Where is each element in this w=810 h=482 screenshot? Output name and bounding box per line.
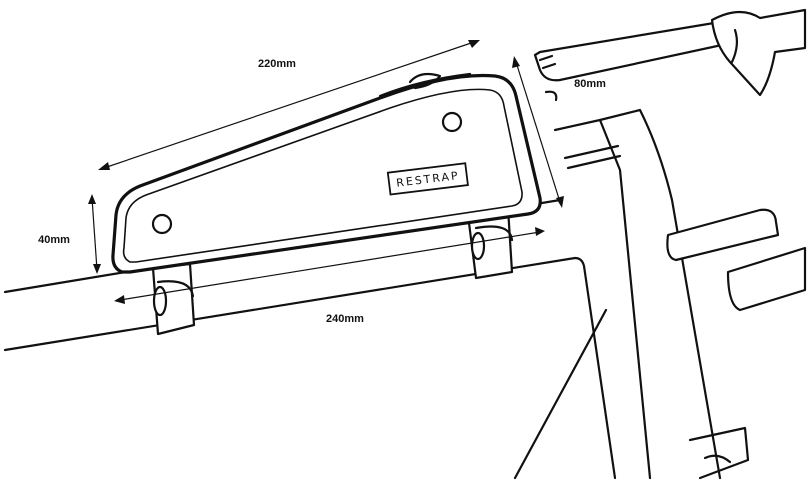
front-strap-buckle [470,231,486,261]
brake-lever-lower [726,246,807,312]
headset-ring-2 [566,154,622,170]
cable-hook [544,90,558,102]
dim-line-80 [515,61,561,203]
handlebar-curve [730,28,739,64]
arrow-220-end [468,40,480,48]
dimension-bag-height: 40mm [38,194,101,274]
stem-clamp-lines [538,54,557,70]
down-tube-edge [513,308,608,480]
rear-bolt-hole [151,213,173,235]
fork-detail [703,454,732,464]
dim-line-220 [103,41,475,169]
arrow-80-top [512,56,520,68]
label-80mm: 80mm [574,78,606,90]
dim-line-40 [91,197,98,271]
arrow-240-end [535,227,545,236]
front-bolt-hole [441,111,463,133]
brand-label-box [386,162,469,196]
arrow-40-bottom [93,264,101,274]
bag-outline [111,73,542,274]
zipper-pull [408,72,442,90]
label-240mm: 240mm [326,313,364,325]
dimension-front-height: 80mm [512,56,606,208]
bag-zipper [378,72,472,98]
fork-crown [688,426,750,480]
dimension-bag-length: 220mm [98,40,480,170]
head-tube-right [598,108,722,480]
arrow-40-top [88,194,96,204]
headset-ring-1 [563,144,620,160]
rear-strap-buckle [152,285,168,317]
handlebar [710,8,807,97]
arrow-80-bottom [556,196,564,208]
top-tube-lower-edge [3,256,617,480]
label-40mm: 40mm [38,234,70,246]
rear-strap-loop [156,280,195,298]
rear-strap [151,262,196,336]
dimension-mount-spacing: 240mm [114,227,545,325]
bag-panel [122,88,523,263]
restrap-top-tube-bag: RESTRAP [111,72,542,274]
brake-lever-upper [666,208,780,262]
bike-frame [3,8,807,480]
head-tube-left [553,118,652,480]
arrow-220-start [98,162,110,170]
label-220mm: 220mm [258,58,296,70]
arrow-240-start [114,295,125,304]
dim-line-240 [119,231,541,301]
